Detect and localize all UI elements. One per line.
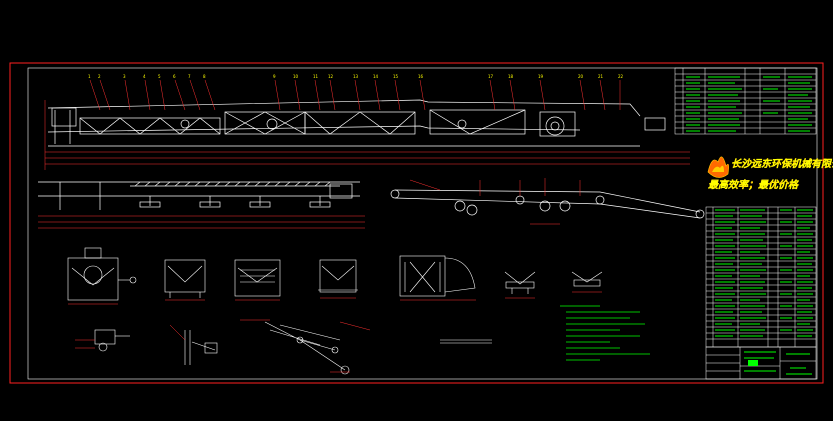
company-logo [707,156,729,178]
outer-frame [9,62,824,384]
detail-linkage [264,321,350,375]
detail-leaders [75,319,371,373]
svg-text:10: 10 [293,74,299,79]
title-block-highlight [748,360,758,366]
svg-text:4: 4 [143,74,146,79]
svg-text:5: 5 [158,74,161,79]
svg-text:19: 19 [538,74,544,79]
technical-notes [560,305,650,361]
svg-text:3: 3 [123,74,126,79]
conveyor-plan-view [38,181,360,210]
svg-text:14: 14 [373,74,379,79]
title-block [705,346,817,380]
section-a [67,247,137,301]
section-f [504,271,536,294]
svg-text:1: 1 [88,74,91,79]
svg-text:2: 2 [98,74,101,79]
svg-text:7: 7 [188,74,191,79]
company-name: 长沙远东环保机械有限公司 [731,158,833,170]
parts-table-top-text [686,76,812,132]
detail-shaft [440,339,492,344]
schematic-dimensions [409,178,581,225]
svg-text:11: 11 [313,74,319,79]
section-dimensions [68,291,602,305]
detail-bracket [94,329,130,352]
detail-views [94,321,492,375]
svg-text:9: 9 [273,74,276,79]
svg-text:17: 17 [488,74,494,79]
bom-table-text [715,209,813,337]
section-c [234,259,281,297]
svg-text:8: 8 [203,74,206,79]
section-g [571,271,603,287]
inner-frame [27,67,818,380]
svg-text:12: 12 [328,74,334,79]
company-slogan: 最高效率；最优价格 [708,179,799,191]
detail-tensioner [184,330,218,365]
dimension-leaders-plan [38,215,365,229]
section-d [318,259,358,293]
svg-text:21: 21 [598,74,604,79]
section-b [164,259,206,298]
svg-text:22: 22 [618,74,624,79]
svg-text:20: 20 [578,74,584,79]
svg-text:13: 13 [353,74,359,79]
section-views [67,247,603,301]
belt-routing-schematic [390,189,705,219]
main-conveyor-elevation [47,99,666,147]
svg-text:18: 18 [508,74,514,79]
section-e [399,255,476,297]
svg-text:15: 15 [393,74,399,79]
title-block-text [744,351,812,375]
parts-table-top [674,67,817,135]
dimension-leaders-main [44,79,690,170]
svg-text:16: 16 [418,74,424,79]
svg-text:6: 6 [173,74,176,79]
